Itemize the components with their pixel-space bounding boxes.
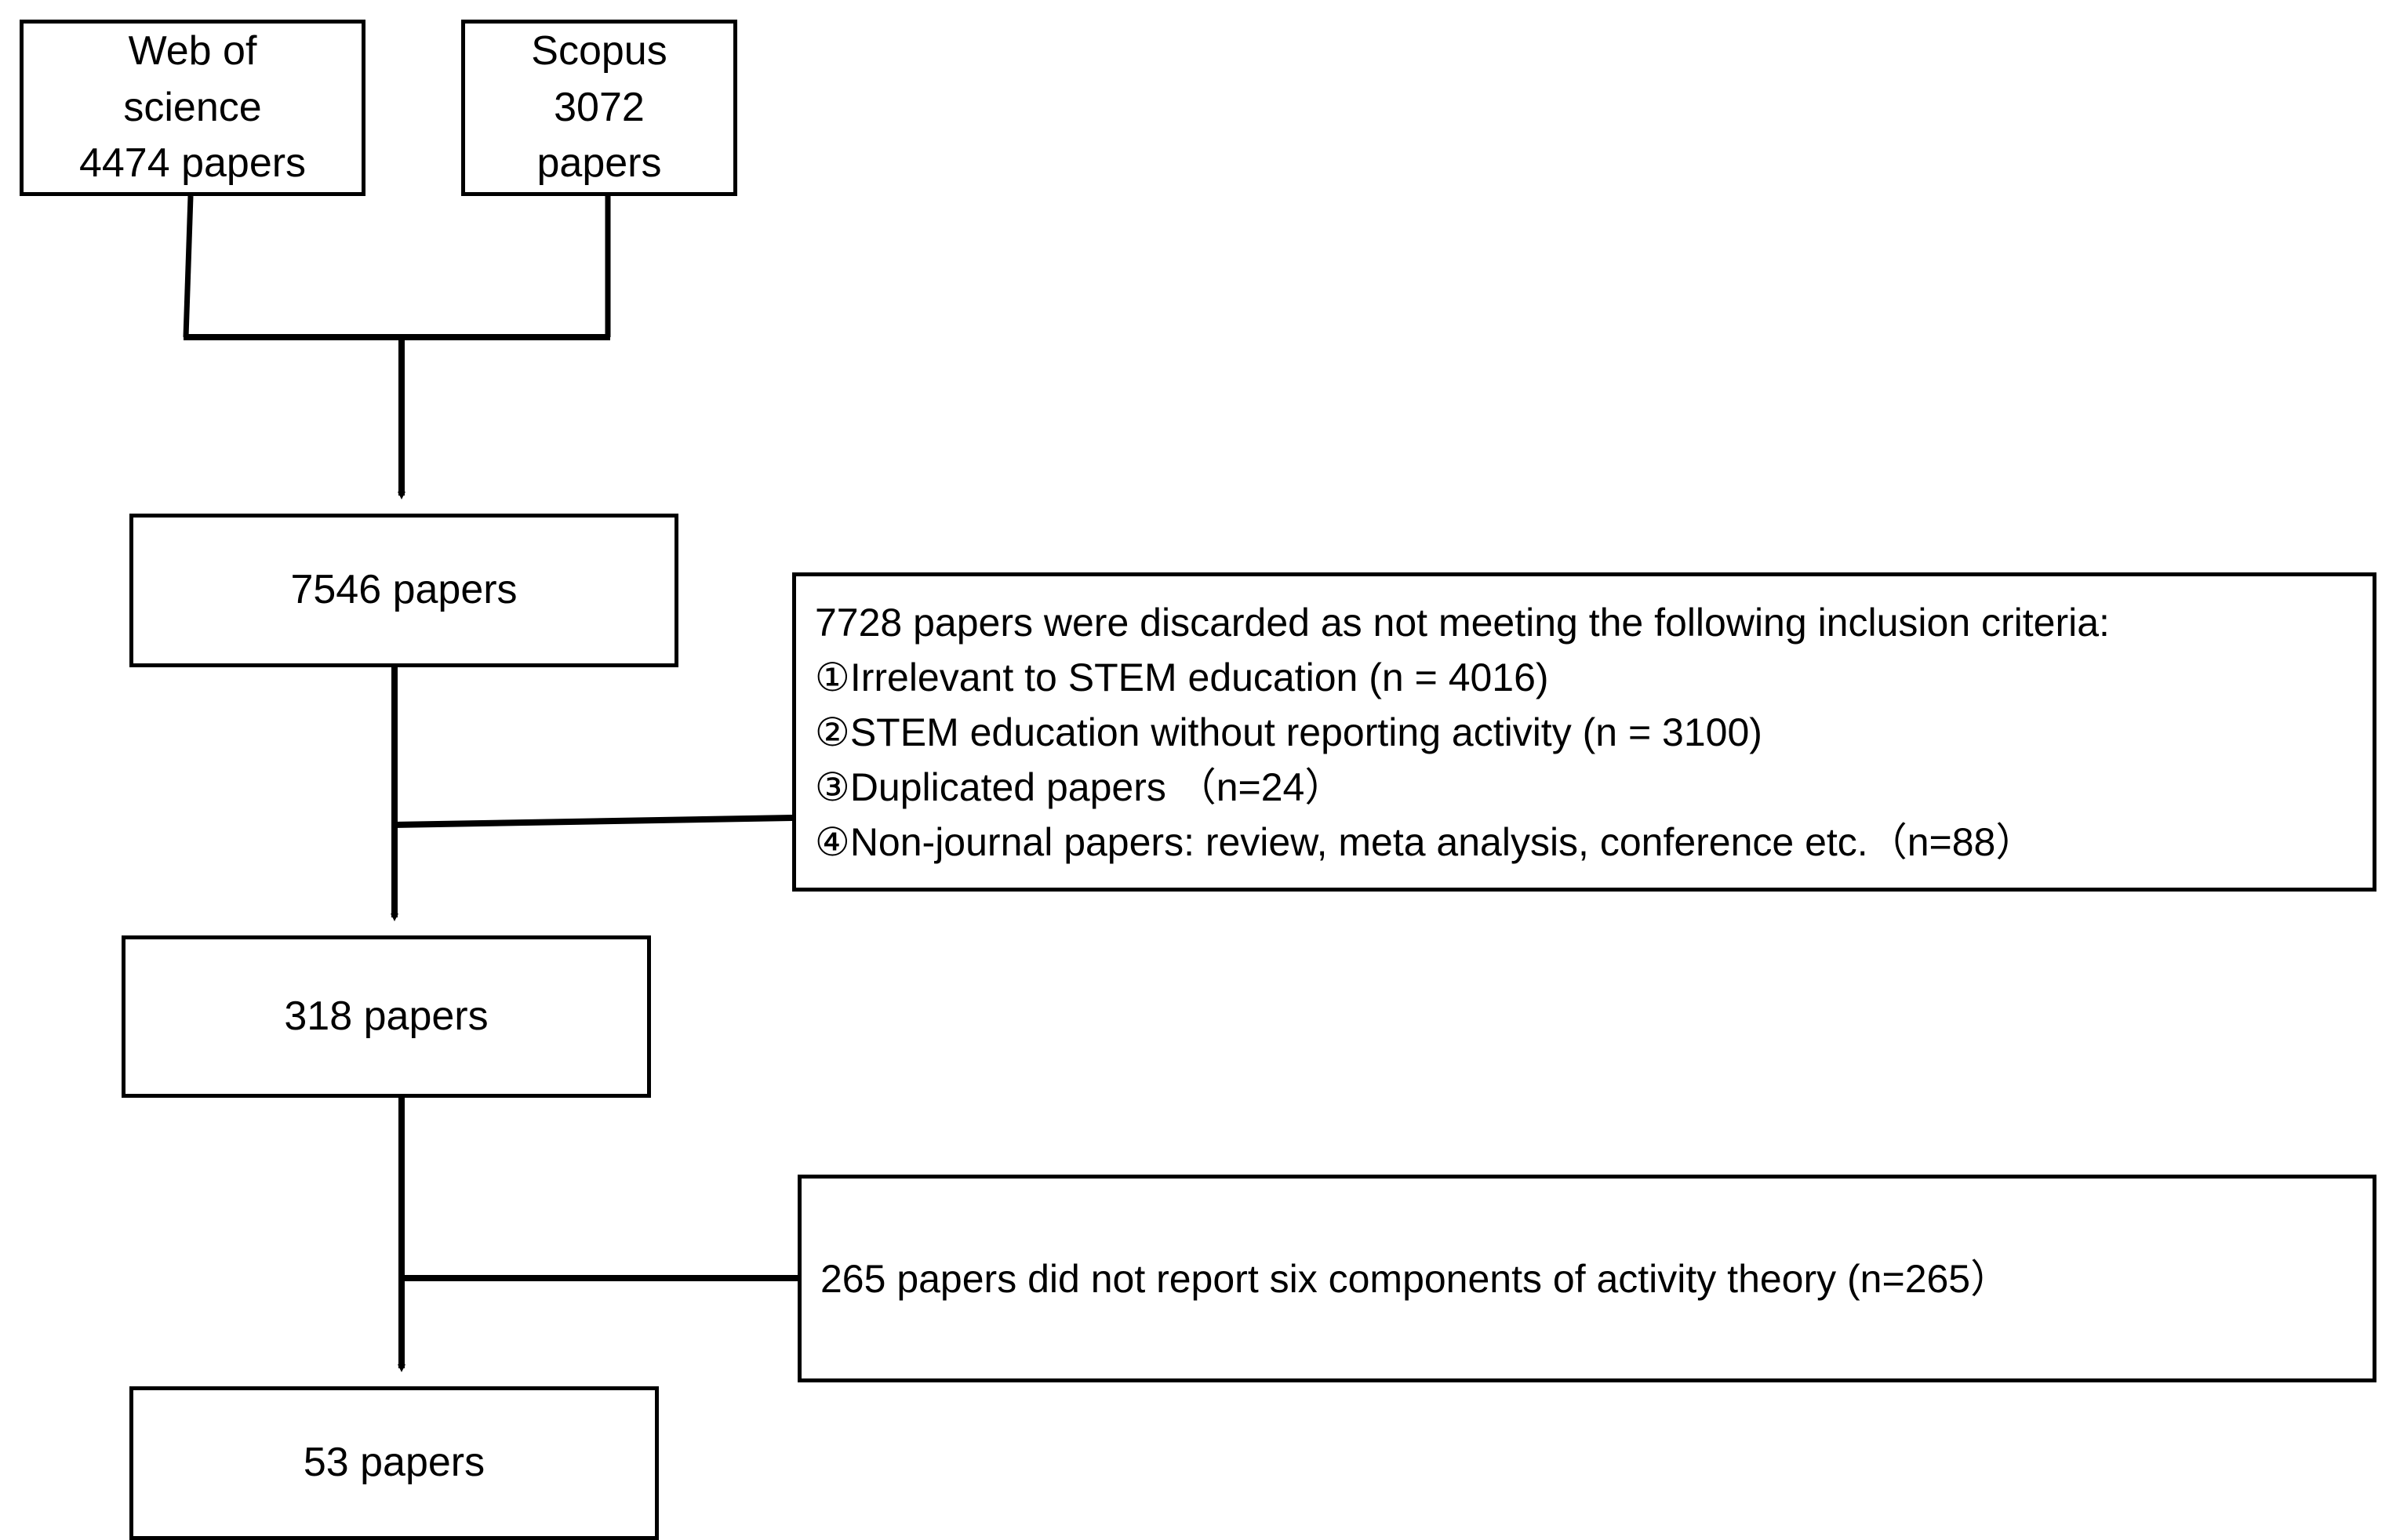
node-included-papers-label: 53 papers [303,1440,485,1486]
note-exclusion-criteria[interactable]: 7728 papers were discarded as not meetin… [792,572,2376,892]
node-scopus-label: Scopus 3072 papers [531,27,667,187]
criteria-item-3: ③Duplicated papers （n=24） [815,765,1344,809]
node-web-of-science-label: Web of science 4474 papers [78,27,307,187]
node-web-of-science[interactable]: Web of science 4474 papers [20,20,365,196]
node-merged-papers[interactable]: 7546 papers [129,514,678,667]
criteria-heading: 7728 papers were discarded as not meetin… [815,600,2110,645]
node-included-papers[interactable]: 53 papers [129,1386,659,1540]
node-scopus[interactable]: Scopus 3072 papers [461,20,737,196]
criteria-item-2: ②STEM education without reporting activi… [815,710,1762,754]
node-screened-papers[interactable]: 318 papers [122,935,651,1098]
connector-branch-to-criteria [394,815,793,828]
connector-wos-to-merge [183,195,194,338]
node-merged-papers-label: 7546 papers [290,567,518,613]
criteria-item-4: ④Non-journal papers: review, meta analys… [815,819,2035,864]
criteria-item-1: ①Irrelevant to STEM education (n = 4016) [815,655,1549,699]
note-six-components[interactable]: 265 papers did not report six components… [798,1175,2376,1382]
six-components-line: 265 papers did not report six components… [820,1256,2010,1301]
node-screened-papers-label: 318 papers [284,993,489,1039]
